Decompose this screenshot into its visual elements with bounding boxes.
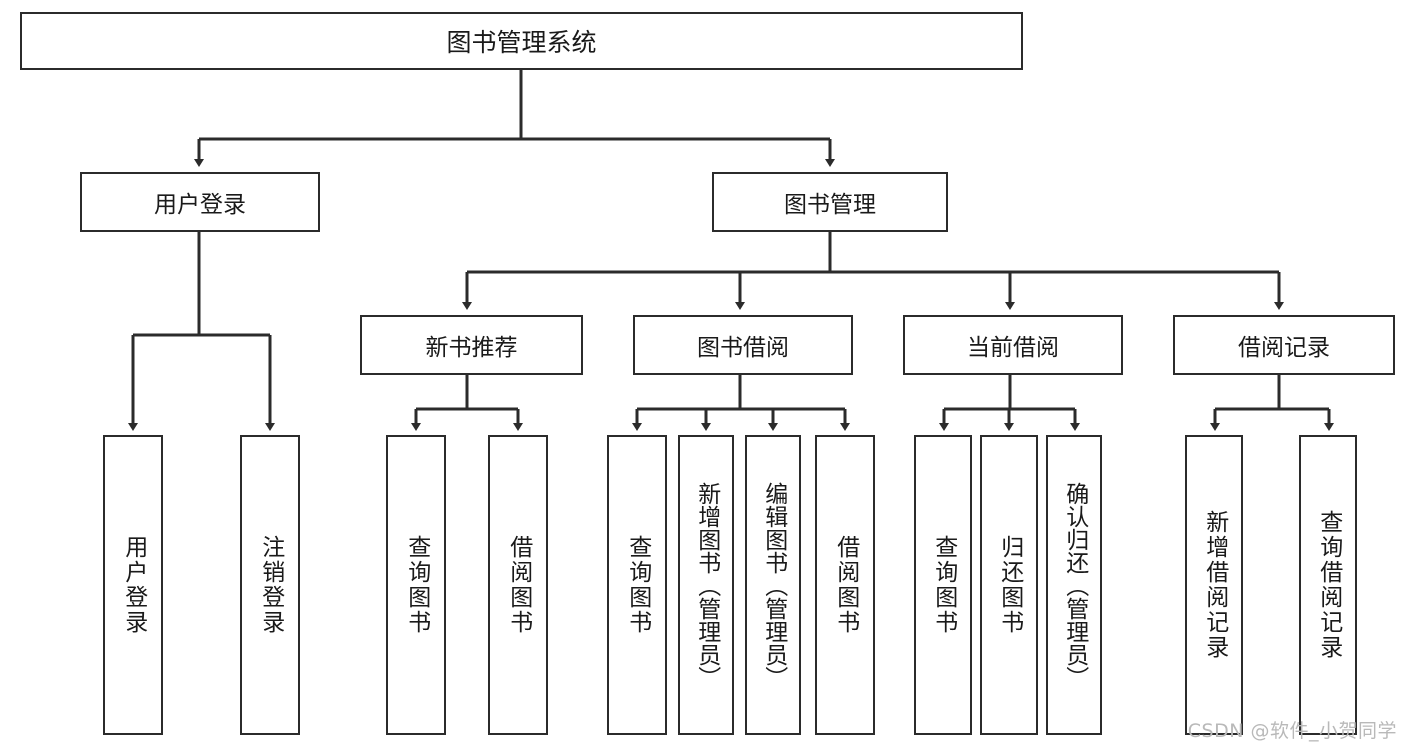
node-label: 图书借阅: [697, 335, 789, 361]
node-label: 确认归还（管理员）: [1061, 481, 1088, 689]
leaf-query-book-3[interactable]: 查询图书: [914, 435, 972, 735]
leaf-edit-book-admin[interactable]: 编辑图书（管理员）: [745, 435, 801, 735]
leaf-query-book-2[interactable]: 查询图书: [607, 435, 667, 735]
node-label: 借阅图书: [505, 535, 532, 635]
node-label: 查询借阅记录: [1315, 510, 1342, 660]
node-label: 编辑图书（管理员）: [760, 481, 787, 689]
leaf-user-login[interactable]: 用户登录: [103, 435, 163, 735]
node-label: 图书管理系统: [446, 28, 597, 57]
node-label: 查询图书: [930, 535, 957, 635]
node-label: 新书推荐: [425, 335, 518, 361]
node-book-borrow[interactable]: 图书借阅: [633, 315, 853, 375]
leaf-query-borrow-record[interactable]: 查询借阅记录: [1299, 435, 1357, 735]
node-current-borrow[interactable]: 当前借阅: [903, 315, 1123, 375]
node-label: 新增图书（管理员）: [693, 481, 720, 689]
node-borrow-records[interactable]: 借阅记录: [1173, 315, 1395, 375]
node-label: 借阅记录: [1238, 335, 1330, 361]
leaf-query-book-1[interactable]: 查询图书: [386, 435, 446, 735]
node-user-login[interactable]: 用户登录: [80, 172, 320, 232]
node-label: 当前借阅: [967, 335, 1059, 361]
leaf-add-book-admin[interactable]: 新增图书（管理员）: [678, 435, 734, 735]
node-label: 归还图书: [996, 535, 1023, 635]
node-book-management[interactable]: 图书管理: [712, 172, 948, 232]
node-label: 注销登录: [257, 535, 284, 635]
leaf-borrow-book-2[interactable]: 借阅图书: [815, 435, 875, 735]
node-label: 用户登录: [120, 535, 147, 635]
leaf-confirm-return-admin[interactable]: 确认归还（管理员）: [1046, 435, 1102, 735]
node-label: 查询图书: [403, 535, 430, 635]
node-new-book-recommend[interactable]: 新书推荐: [360, 315, 583, 375]
node-label: 新增借阅记录: [1201, 510, 1228, 660]
watermark-text: CSDN @软件_小贺同学: [1187, 720, 1397, 742]
node-label: 用户登录: [154, 192, 246, 218]
node-label: 借阅图书: [832, 535, 859, 635]
leaf-logout[interactable]: 注销登录: [240, 435, 300, 735]
leaf-return-book[interactable]: 归还图书: [980, 435, 1038, 735]
node-label: 图书管理: [784, 192, 876, 218]
leaf-add-borrow-record[interactable]: 新增借阅记录: [1185, 435, 1243, 735]
node-label: 查询图书: [624, 535, 651, 635]
node-root-system[interactable]: 图书管理系统: [20, 12, 1023, 70]
leaf-borrow-book-1[interactable]: 借阅图书: [488, 435, 548, 735]
